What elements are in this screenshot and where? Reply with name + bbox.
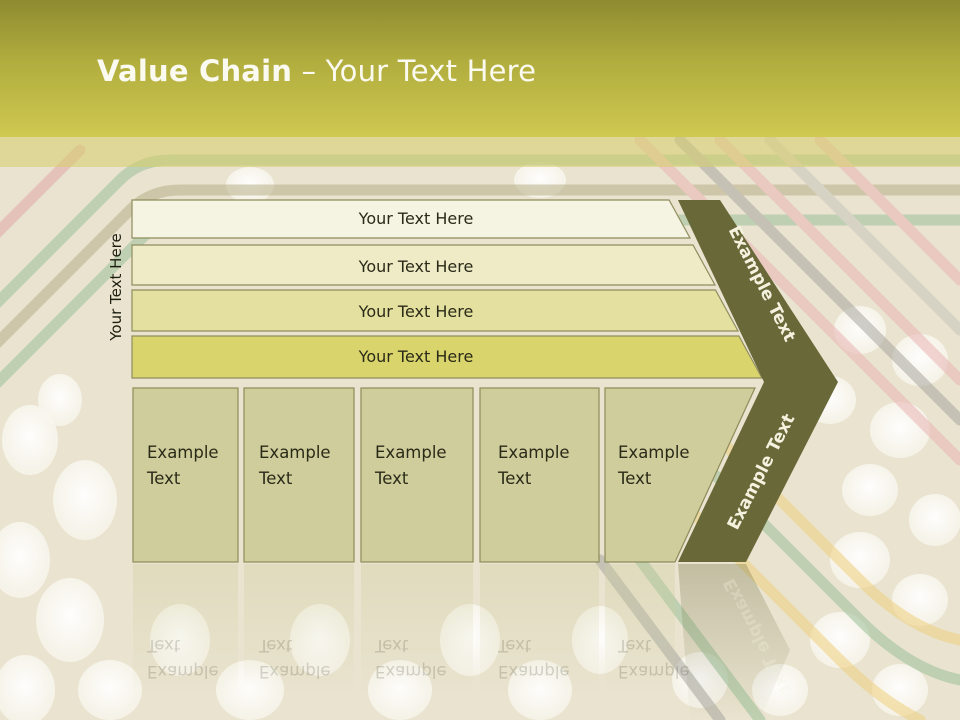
box-reflection-5 [605, 564, 675, 694]
bar-4 [131, 335, 764, 379]
box-reflection-4 [480, 564, 599, 694]
box-label-reflection-2: Example Text [259, 636, 331, 681]
bar-2 [131, 244, 717, 286]
box-label-5: Example Text [618, 443, 690, 488]
box-reflection-3 [361, 564, 473, 694]
title-band [0, 0, 960, 137]
bar-label-1: Your Text Here [358, 209, 474, 228]
box-5 [604, 387, 756, 563]
boxes-group [132, 387, 756, 563]
bar-label-4: Your Text Here [358, 347, 474, 366]
box-label-reflection-3: Example Text [375, 636, 447, 681]
bar-label-2: Your Text Here [358, 257, 474, 276]
bars-group [131, 199, 764, 379]
box-reflection-2 [244, 564, 354, 694]
box-label-2: Example Text [259, 443, 331, 488]
box-label-reflection-4: Example Text [498, 636, 570, 681]
box-3 [360, 387, 474, 563]
bar-3 [131, 289, 740, 332]
chevron-arrow [678, 200, 838, 562]
chevron-reflection [678, 564, 790, 720]
title-bold-part: Value Chain [97, 54, 293, 88]
title-rest-part: – Your Text Here [292, 54, 537, 88]
box-4 [479, 387, 600, 563]
box-reflection-1 [133, 564, 238, 694]
slide-title: Value Chain – Your Text Here [97, 54, 536, 88]
bar-1 [131, 199, 692, 239]
box-label-3: Example Text [375, 443, 447, 488]
reflection-group [133, 564, 675, 694]
box-2 [243, 387, 355, 563]
box-label-4: Example Text [498, 443, 570, 488]
chevron-group [678, 200, 838, 720]
box-label-reflection-5: Example Text [618, 636, 690, 681]
bar-label-3: Your Text Here [358, 302, 474, 321]
box-label-1: Example Text [147, 443, 219, 488]
box-label-reflection-1: Example Text [147, 636, 219, 681]
box-1 [132, 387, 239, 563]
title-strip [0, 137, 960, 167]
